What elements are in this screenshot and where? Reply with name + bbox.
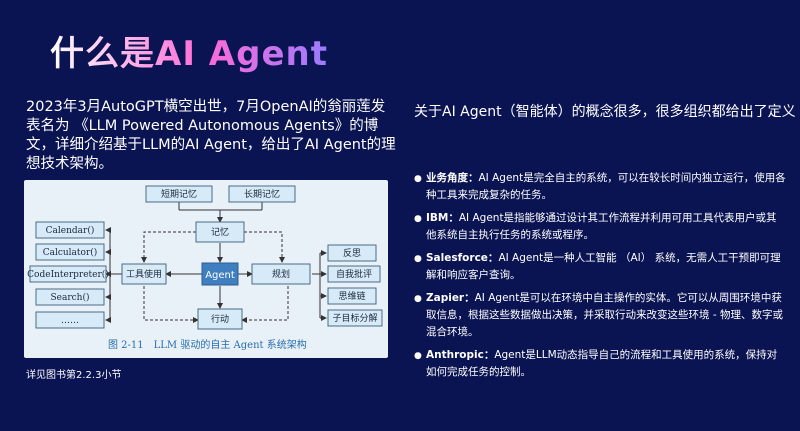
link-tools-action: [143, 286, 199, 323]
node-memory: [195, 221, 245, 243]
definition-item: ● Salesforce：AI Agent是一种人工智能 （AI） 系统，无需人…: [414, 250, 786, 284]
definition-item: ● Zapier：AI Agent是可以在环境中自主操作的实体。它可以从周围环境…: [414, 290, 786, 341]
node-subgoal-label: 子目标分解: [332, 312, 377, 324]
node-agent: [201, 262, 239, 286]
node-long-memory: [228, 185, 296, 203]
node-search-label: Search(): [50, 292, 89, 303]
definition-term: Zapier：: [426, 292, 475, 304]
node-calculator: [35, 243, 105, 261]
bullet-icon: ●: [414, 294, 422, 304]
definition-text: Agent是LLM动态指导自己的流程和工具使用的系统，保持对如何完成任务的控制。: [426, 349, 778, 378]
book-reference-note: 详见图书第2.2.3小节: [26, 370, 122, 381]
bullet-icon: ●: [414, 351, 422, 361]
bullet-icon: ●: [414, 214, 422, 224]
node-tools-label: 工具使用: [126, 268, 162, 280]
definition-item: ● Anthropic：Agent是LLM动态指导自己的流程和工具使用的系统，保…: [414, 347, 786, 381]
node-calendar: [35, 221, 105, 239]
link-memory-plan: [244, 231, 285, 263]
definition-text: AI Agent是可以在环境中自主操作的实体。它可以从周围环境中获取信息，根据这…: [426, 292, 783, 338]
definition-text: AI Agent是指能够通过设计其工作流程并利用可用工具代表用户或其他系统自主执…: [426, 212, 777, 241]
bullet-icon: ●: [414, 254, 422, 264]
definitions-list: ● 业务角度：AI Agent是完全自主的系统，可以在较长时间内独立运行，使用各…: [414, 170, 786, 387]
node-self-critique: [327, 265, 381, 283]
node-planning: [251, 263, 311, 285]
node-planning-label: 规划: [272, 268, 290, 280]
node-short-memory-label: 短期记忆: [161, 188, 197, 200]
node-code-interpreter: [29, 265, 107, 283]
node-search: [35, 288, 105, 306]
node-reflection: [327, 244, 377, 262]
intro-paragraph: 2023年3月AutoGPT横空出世，7月OpenAI的翁丽莲发表名为 《LLM…: [26, 99, 396, 172]
definition-text: AI Agent是一种人工智能 （AI） 系统，无需人工干预即可理解和响应客户查…: [426, 252, 781, 281]
definition-term: 业务角度：: [426, 172, 479, 184]
definition-item: ● 业务角度：AI Agent是完全自主的系统，可以在较长时间内独立运行，使用各…: [414, 170, 786, 204]
definition-term: Salesforce：: [426, 252, 499, 264]
node-tools: [121, 263, 167, 285]
figure-caption: 图 2-11 LLM 驱动的自主 Agent 系统架构: [108, 338, 307, 351]
node-more: [35, 311, 105, 329]
node-more-label: ……: [61, 316, 79, 326]
node-calculator-label: Calculator(): [43, 247, 98, 258]
node-self-critique-label: 自我批评: [336, 268, 372, 280]
bullet-icon: ●: [414, 174, 422, 184]
node-chain-of-thought-label: 思维链: [338, 290, 365, 302]
page-title: 什么是AI Agent: [50, 26, 328, 75]
node-subgoal: [327, 309, 383, 327]
architecture-figure: 短期记忆 长期记忆 记忆 Agent 工具使用 规划 行动 Calendar()…: [24, 180, 388, 358]
node-chain-of-thought: [327, 287, 377, 305]
node-reflection-label: 反思: [343, 248, 361, 259]
definitions-heading: 关于AI Agent（智能体）的概念很多，很多组织都给出了定义: [414, 104, 796, 120]
node-calendar-label: Calendar(): [46, 225, 95, 236]
node-long-memory-label: 长期记忆: [244, 188, 280, 200]
node-short-memory: [145, 185, 213, 203]
node-code-interpreter-label: CodeInterpreter(): [27, 269, 109, 280]
definition-term: IBM：: [426, 212, 459, 224]
node-agent-label: Agent: [205, 270, 235, 281]
link-plan-action: [241, 286, 289, 323]
definition-item: ● IBM：AI Agent是指能够通过设计其工作流程并利用可用工具代表用户或其…: [414, 210, 786, 244]
node-memory-label: 记忆: [211, 226, 229, 238]
node-action-label: 行动: [211, 313, 229, 325]
definition-text: AI Agent是完全自主的系统，可以在较长时间内独立运行，使用各种工具来完成复…: [426, 172, 786, 201]
architecture-diagram: 短期记忆 长期记忆 记忆 Agent 工具使用 规划 行动 Calendar()…: [27, 185, 383, 351]
link-memory-tools: [141, 231, 196, 263]
definition-term: Anthropic：: [426, 349, 495, 361]
node-action: [197, 308, 243, 330]
